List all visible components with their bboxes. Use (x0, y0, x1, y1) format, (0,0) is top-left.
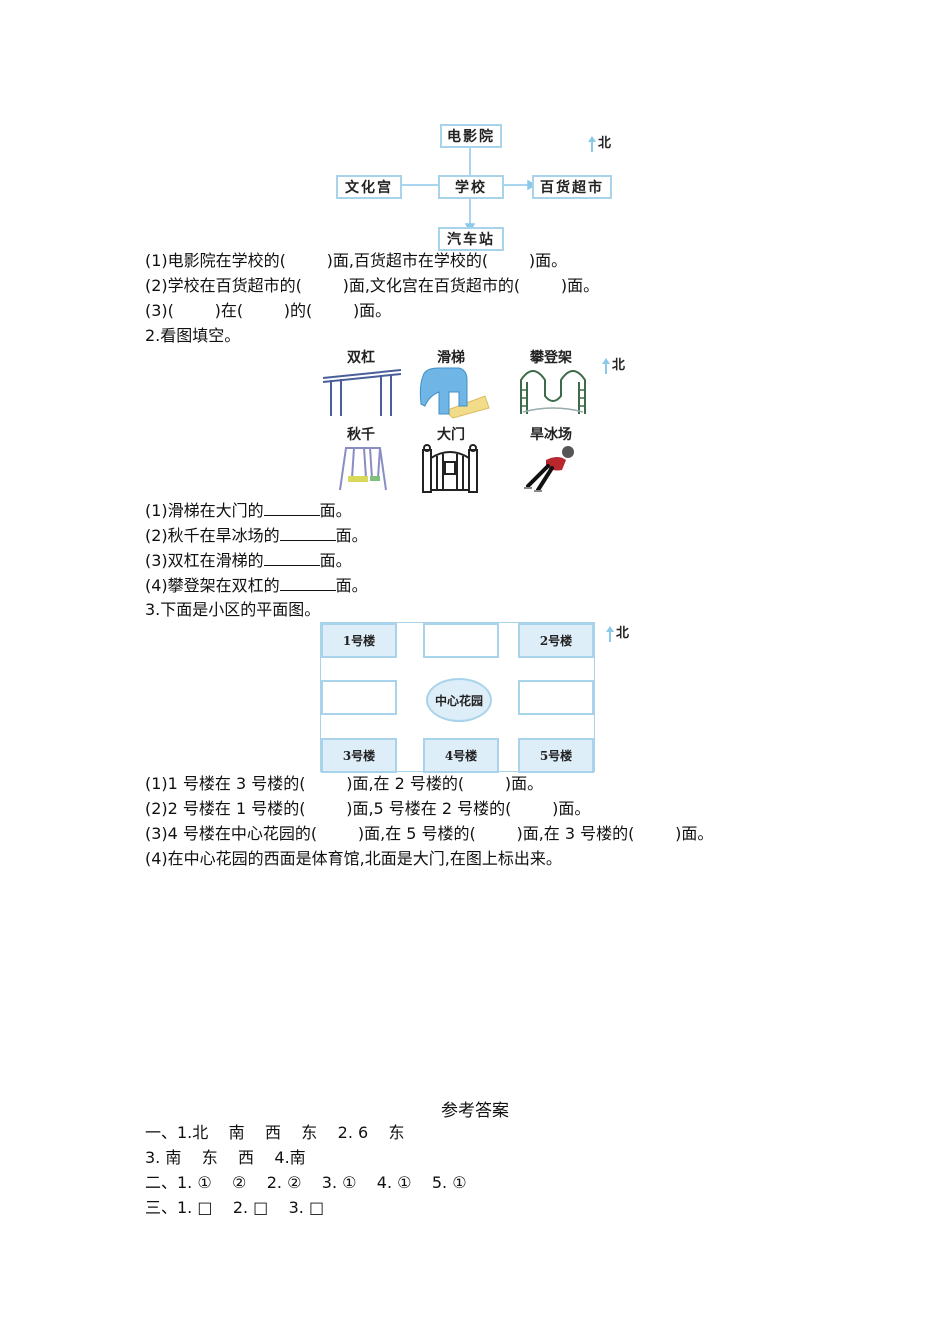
slide-icon (419, 367, 490, 419)
north-arrow-icon (588, 135, 596, 152)
answer-blank[interactable] (263, 499, 320, 516)
answer-blank[interactable] (279, 524, 336, 541)
pic-label-swing: 秋千 (347, 427, 375, 443)
q3-line-1: (1)1 号楼在 3 号楼的( )面,在 2 号楼的( )面。 (145, 774, 544, 793)
north-indicator-2: 北 (602, 354, 625, 374)
central-garden: 中心花园 (426, 678, 492, 722)
north-indicator: 北 (588, 132, 611, 152)
answer-line-2: 3. 南 东 西 4.南 (145, 1148, 306, 1167)
building-2: 2号楼 (518, 623, 594, 658)
pic-label-climbing-frame: 攀登架 (530, 350, 572, 366)
q2-line-1: (1)滑梯在大门的面。 (145, 499, 352, 520)
q3-line-4: (4)在中心花园的西面是体育馆,北面是大门,在图上标出来。 (145, 849, 562, 868)
pic-label-gate: 大门 (437, 427, 465, 443)
q2-line-3: (3)双杠在滑梯的面。 (145, 549, 352, 570)
building-5: 5号楼 (518, 738, 594, 773)
pic-label-parallel-bars: 双杠 (347, 350, 375, 366)
answer-line-4: 三、1. □ 2. □ 3. □ (145, 1198, 325, 1217)
diagram-supermarket-box: 百货超市 (532, 175, 612, 199)
q1-line-2: (2)学校在百货超市的( )面,文化宫在百货超市的( )面。 (145, 276, 600, 295)
empty-lot-west (321, 680, 397, 715)
building-3: 3号楼 (321, 738, 397, 773)
q1-line-3: (3)( )在( )的( )面。 (145, 301, 392, 320)
parallel-bars-icon (322, 369, 402, 416)
building-4: 4号楼 (423, 738, 499, 773)
north-arrow-icon (602, 357, 610, 374)
gate-icon (422, 444, 478, 493)
answer-blank[interactable] (279, 574, 336, 591)
north-arrow-icon (606, 625, 614, 642)
building-1: 1号楼 (321, 623, 397, 658)
answer-line-3: 二、1. ① ② 2. ② 3. ① 4. ① 5. ① (145, 1173, 467, 1192)
swing-icon (339, 447, 387, 491)
q3-heading: 3.下面是小区的平面图。 (145, 600, 321, 619)
climbing-frame-icon (520, 370, 586, 414)
answer-line-1: 一、1.北 南 西 东 2. 6 东 (145, 1123, 405, 1142)
empty-lot-east (518, 680, 594, 715)
diagram-cinema-box: 电影院 (440, 124, 502, 148)
community-floor-plan: 1号楼 2号楼 中心花园 3号楼 4号楼 5号楼 (320, 622, 595, 773)
empty-lot-north (423, 623, 499, 658)
diagram-bus-station-box: 汽车站 (438, 227, 504, 251)
q3-line-3: (3)4 号楼在中心花园的( )面,在 5 号楼的( )面,在 3 号楼的( )… (145, 824, 714, 843)
answer-key-title: 参考答案 (441, 1101, 509, 1121)
diagram-school-box: 学校 (438, 175, 504, 199)
north-indicator-3: 北 (606, 622, 629, 642)
q2-line-4: (4)攀登架在双杠的面。 (145, 574, 368, 595)
q3-line-2: (2)2 号楼在 1 号楼的( )面,5 号楼在 2 号楼的( )面。 (145, 799, 591, 818)
q1-line-1: (1)电影院在学校的( )面,百货超市在学校的( )面。 (145, 251, 568, 270)
diagram-culture-palace-box: 文化宫 (336, 175, 402, 199)
pic-label-slide: 滑梯 (437, 350, 465, 366)
pic-label-skating-rink: 旱冰场 (530, 427, 572, 443)
skater-icon (524, 446, 574, 492)
q2-heading: 2.看图填空。 (145, 326, 241, 345)
q2-line-2: (2)秋千在旱冰场的面。 (145, 524, 368, 545)
answer-blank[interactable] (263, 549, 320, 566)
